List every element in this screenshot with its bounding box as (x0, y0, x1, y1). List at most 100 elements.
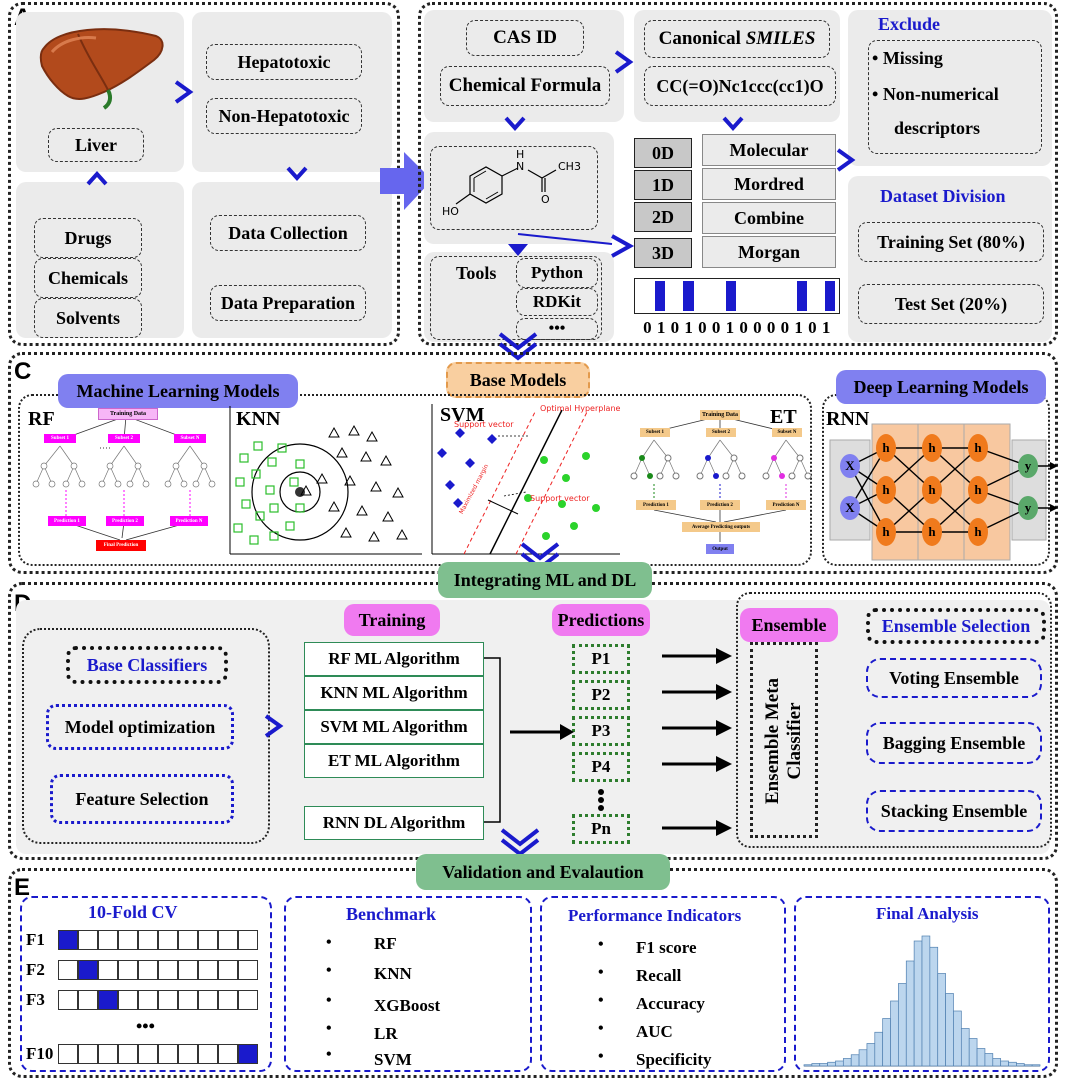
fold-cell (118, 960, 138, 980)
algo-rnn: RNN DL Algorithm (304, 806, 484, 840)
dim-3d: 3D (634, 238, 692, 268)
rf-label: RF (28, 408, 55, 430)
base-models-label: Base Models (446, 362, 590, 398)
perf-accuracy: Accuracy (636, 994, 705, 1013)
fold-cell (218, 930, 238, 950)
fingerprint-bit (683, 281, 694, 311)
fold-cell (98, 1044, 118, 1064)
fold-label-f2: F2 (26, 960, 45, 979)
algo-knn: KNN ML Algorithm (304, 676, 484, 710)
rnn-y-2: y (1024, 500, 1032, 515)
histogram-bar (960, 1028, 970, 1067)
fold-label-f1: F1 (26, 930, 45, 949)
perf-recall: Recall (636, 966, 682, 985)
fold-cell (238, 930, 258, 950)
histogram-bar (882, 1018, 891, 1067)
et-subset-n: Subset N (772, 428, 802, 437)
base-classifiers-label: Base Classifiers (66, 646, 228, 684)
rnn-h-8: h (974, 482, 982, 497)
et-output: Output (706, 544, 734, 554)
fold-cell (158, 930, 178, 950)
pred-p3: P3 (572, 716, 630, 746)
histogram-bar (976, 1048, 986, 1067)
fold-cell (198, 960, 218, 980)
svm-optimal-hyperplane: Optimal Hyperplane (540, 404, 621, 413)
training-set-box: Training Set (80%) (858, 222, 1044, 262)
histogram-bar (811, 1063, 821, 1067)
histogram-bar (984, 1053, 994, 1067)
fingerprint-bit (796, 281, 807, 311)
model-optimization-label: Model optimization (46, 704, 234, 750)
benchmark-rf: RF (374, 934, 397, 953)
panel-b (418, 2, 1058, 346)
dataset-division-title: Dataset Division (880, 186, 1006, 206)
histogram-bar (968, 1038, 978, 1067)
panel-b-tools-area (424, 252, 614, 342)
histogram-bar (819, 1063, 828, 1067)
histogram-bar (929, 946, 939, 1067)
pred-p2: P2 (572, 680, 630, 710)
panel-a-labels-area (192, 12, 392, 172)
benchmark-svm: SVM (374, 1050, 412, 1069)
exclude-non-numerical: • Non-numerical (872, 84, 999, 104)
meta-classifier-box (750, 642, 818, 838)
benchmark-bullet-4: • (326, 1020, 332, 1037)
histogram-bar (898, 983, 907, 1067)
mol-o: O (541, 193, 550, 206)
histogram-bar (874, 1031, 884, 1067)
fold-label-f10: F10 (26, 1044, 54, 1063)
histogram-bar (850, 1054, 860, 1067)
non-hepatotoxic-label: Non-Hepatotoxic (206, 98, 362, 134)
liver-label: Liver (48, 128, 144, 162)
canonical-smiles-prefix: Canonical (658, 28, 746, 49)
rf-prediction-n: Prediction N (170, 516, 208, 526)
mol-h: H (516, 148, 525, 161)
rnn-h-7: h (974, 440, 982, 455)
algo-svm: SVM ML Algorithm (304, 710, 484, 744)
rnn-h-4: h (928, 440, 936, 455)
liver-image (39, 28, 164, 110)
predictions-label: Predictions (552, 604, 650, 636)
data-collection-box: Data Collection (210, 215, 366, 251)
dim-2d: 2D (634, 202, 692, 232)
panel-c-letter: C (14, 358, 32, 385)
feature-selection-label: Feature Selection (50, 774, 234, 824)
dl-models-label: Deep Learning Models (836, 370, 1046, 404)
benchmark-title: Benchmark (346, 904, 436, 924)
perf-bullet-5: • (598, 1048, 604, 1065)
histogram-bar (842, 1058, 852, 1067)
svm-support-vector-2: Support vector (530, 494, 590, 503)
performance-area (540, 896, 786, 1072)
exclude-descriptors: descriptors (894, 118, 980, 138)
rnn-x-1: X (845, 458, 855, 473)
python-box: Python (516, 258, 598, 288)
knn-label: KNN (236, 408, 281, 430)
descriptor-mordred: Mordred (702, 168, 836, 200)
perf-auc: AUC (636, 1022, 673, 1041)
benchmark-bullet-2: • (326, 962, 332, 979)
fold-cell (98, 930, 118, 950)
algo-rf: RF ML Algorithm (304, 642, 484, 676)
mol-ch3: CH3 (558, 160, 581, 173)
tools-box (430, 256, 602, 340)
molecule-structure-box (430, 146, 598, 230)
fold-cell (98, 990, 118, 1010)
rdkit-box: RDKit (516, 288, 598, 316)
fold-cell (118, 990, 138, 1010)
svm-label: SVM (440, 404, 485, 426)
hepatotoxic-label: Hepatotoxic (206, 44, 362, 80)
histogram-bar (866, 1043, 876, 1067)
benchmark-bullet-3: • (326, 992, 332, 1009)
rnn-h-2: h (882, 482, 890, 497)
histogram-bar (937, 973, 946, 1067)
svm-diagram (431, 404, 620, 555)
histogram-bar (945, 993, 954, 1067)
ensemble-area (736, 592, 1052, 848)
fold-cell (78, 990, 98, 1010)
perf-bullet-3: • (598, 992, 604, 1009)
histogram-bar (827, 1061, 836, 1067)
solvents-box: Solvents (34, 298, 142, 338)
histogram-bar (803, 1064, 813, 1067)
ensemble-label: Ensemble (740, 608, 838, 642)
